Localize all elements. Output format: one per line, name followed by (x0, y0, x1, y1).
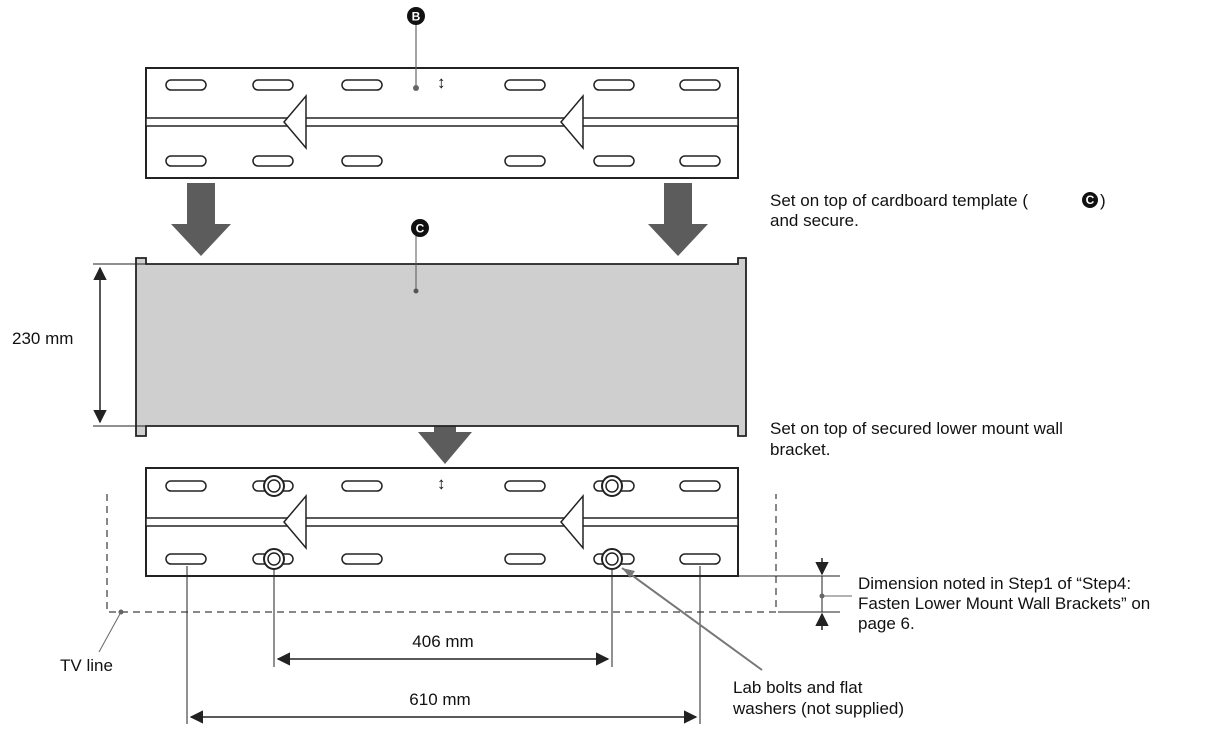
mid-instruction-line1: Set on top of secured lower mount wall (770, 419, 1063, 438)
step-note-dimension (738, 558, 852, 630)
lower-bracket-hooks (283, 493, 584, 551)
outer-dimension (186, 566, 701, 724)
lower-bracket-slots (165, 480, 721, 565)
step-note-line2: Fasten Lower Mount Wall Brackets” on (858, 594, 1150, 613)
upper-updown-symbol: ↕ (437, 73, 446, 92)
upper-bracket-slots (165, 79, 721, 167)
upper-bracket-hooks (283, 93, 584, 151)
step-note-line1: Dimension noted in Step1 of “Step4: (858, 574, 1131, 593)
upper-bracket: ↕ (145, 67, 739, 179)
inner-dimension (273, 570, 613, 667)
bolts-leader (621, 567, 763, 671)
svg-text:C: C (1086, 193, 1095, 207)
top-instruction-line1: Set on top of cardboard template ( (770, 191, 1028, 210)
height-dimension-label: 230 mm (12, 329, 73, 348)
tv-line-label: TV line (60, 656, 113, 675)
marker-c: C (411, 219, 429, 237)
tv-line-outline (106, 494, 777, 613)
bolts-label-line1: Lab bolts and flat (733, 678, 863, 697)
mid-instruction-line2: bracket. (770, 440, 830, 459)
bolts-label-line2: washers (not supplied) (732, 699, 904, 718)
svg-text:B: B (412, 10, 421, 24)
cardboard-template (135, 235, 747, 437)
tv-line-leader (98, 611, 122, 653)
down-arrow-center (418, 405, 472, 464)
down-arrow-right (648, 183, 708, 256)
down-arrow-left (171, 183, 231, 256)
top-instruction-line1-end: ) (1100, 191, 1106, 210)
svg-text:C: C (416, 222, 425, 236)
lower-bracket-bolts (263, 475, 623, 570)
marker-b: B (407, 7, 425, 25)
lower-updown-symbol: ↕ (437, 474, 446, 493)
inner-dimension-label: 406 mm (412, 632, 473, 651)
outer-dimension-label: 610 mm (409, 690, 470, 709)
top-instruction-line2: and secure. (770, 211, 859, 230)
lower-bracket: ↕ (145, 467, 739, 577)
placement-arrows (171, 183, 708, 464)
height-dimension (93, 263, 146, 427)
inline-marker-c: C (1082, 192, 1098, 208)
step-note-line3: page 6. (858, 614, 915, 633)
